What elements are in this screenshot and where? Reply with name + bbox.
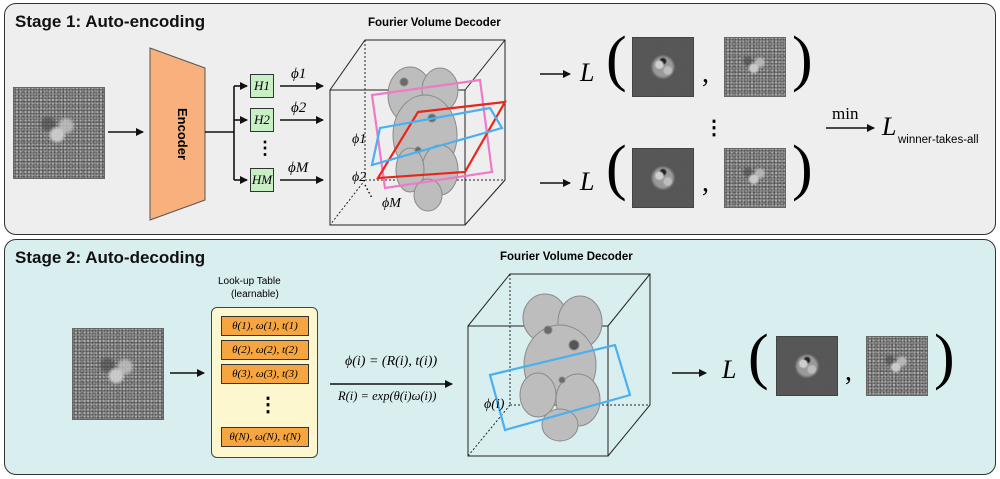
projection-image-1 (632, 37, 694, 97)
cube-phi-m: ϕM (382, 196, 401, 211)
slice-plane-pink (370, 78, 494, 190)
phi-1-label: ϕ1 (291, 66, 307, 82)
cube-phi-i: ϕ(i) (484, 397, 505, 412)
head-1-label: H1 (254, 78, 270, 93)
paren-open-1: ( (606, 25, 627, 93)
comma-m: , (702, 167, 709, 198)
lut-dots: ⋮ (258, 394, 278, 416)
phi-m-label: ϕM (288, 160, 309, 176)
head-2-box: H2 (250, 108, 274, 132)
phi-2-label: ϕ2 (291, 100, 307, 116)
head-dots: ⋮ (256, 138, 274, 158)
head-1-box: H1 (250, 74, 274, 98)
cube-phi-2: ϕ2 (352, 170, 367, 185)
lut-row-1: θ(1), ω(1), t(1) (221, 316, 309, 336)
lut-subtitle: (learnable) (231, 289, 279, 300)
lookup-table: θ(1), ω(1), t(1) θ(2), ω(2), t(2) θ(3), … (211, 307, 318, 458)
winner-loss-symbol: L (882, 112, 897, 141)
head-m-box: HM (250, 168, 274, 192)
rotation-equation: R(i) = exp(θ(i)ω(i)) (338, 389, 437, 403)
paren-open-2: ( (748, 323, 769, 391)
loss-symbol-m: L (580, 167, 595, 196)
input-image-2 (72, 328, 164, 420)
min-label: min (832, 104, 859, 123)
comma-2: , (845, 356, 852, 387)
pose-equation: ϕ(i) = (R(i), t(i)) (345, 354, 438, 369)
protein-density-2 (519, 293, 603, 442)
encoder-label: Encoder (175, 107, 190, 160)
target-image-m (724, 148, 786, 208)
encoder-block (149, 47, 206, 221)
projection-image-2 (776, 336, 838, 396)
paren-close-2: ) (934, 323, 955, 391)
slice-plane-red (375, 100, 508, 180)
input-image-1 (13, 87, 105, 179)
slice-plane-stage2 (488, 343, 632, 432)
target-image-2 (866, 336, 928, 396)
paren-open-m: ( (606, 134, 627, 202)
loss-symbol-1: L (580, 58, 595, 87)
comma-1: , (702, 58, 709, 89)
stage1-title: Stage 1: Auto-encoding (15, 12, 206, 31)
winner-loss-subscript: winner-takes-all (898, 134, 979, 146)
decoder-title-1: Fourier Volume Decoder (368, 17, 501, 29)
lut-row-2: θ(2), ω(2), t(2) (221, 340, 309, 360)
lut-title: Look-up Table (218, 276, 281, 287)
paren-close-m: ) (792, 134, 813, 202)
vertical-dots: ⋮ (704, 117, 724, 139)
cube-phi-1: ϕ1 (352, 132, 367, 147)
lut-row-n: θ(N), ω(N), t(N) (221, 427, 309, 447)
slice-plane-blue (370, 106, 504, 167)
stage2-title: Stage 2: Auto-decoding (15, 248, 206, 267)
head-2-label: H2 (254, 112, 270, 127)
paren-close-1: ) (792, 25, 813, 93)
head-m-label: HM (251, 172, 273, 187)
loss-symbol-2: L (722, 355, 737, 384)
lut-row-3: θ(3), ω(3), t(3) (221, 364, 309, 384)
projection-image-m (632, 148, 694, 208)
decoder-title-2: Fourier Volume Decoder (500, 251, 633, 263)
target-image-1 (724, 37, 786, 97)
